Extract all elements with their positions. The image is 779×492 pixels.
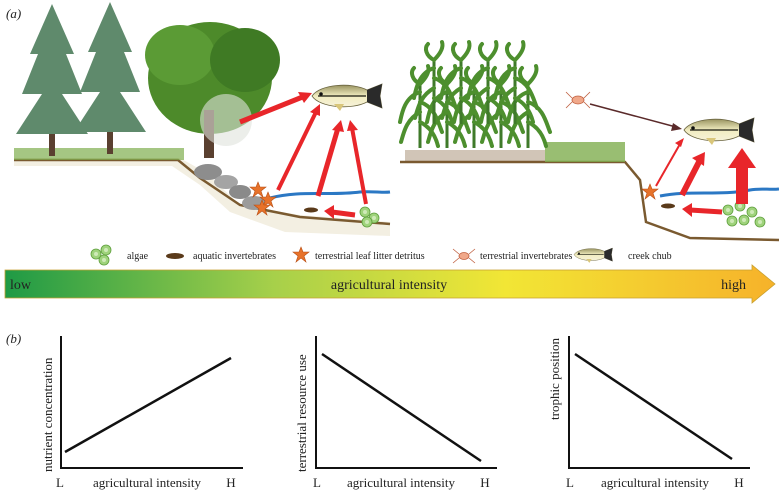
legend-item-terrestrial-leaf-litter: terrestrial leaf litter detritus xyxy=(292,246,425,263)
x-axis-low-label: L xyxy=(56,475,64,490)
gradient-middle-label: agricultural intensity xyxy=(331,278,447,293)
x-axis-label: agricultural intensity xyxy=(93,475,201,490)
plot-nutrient-concentration: nutrient concentration L agricultural in… xyxy=(40,336,243,490)
x-axis-high-label: H xyxy=(226,475,235,490)
conifer-tree-icon xyxy=(74,2,146,154)
legend-item-creek-chub: creek chub xyxy=(573,247,672,264)
forest-food-web-arrows xyxy=(239,92,368,219)
legend-label-terrestrial-leaf-litter: terrestrial leaf litter detritus xyxy=(315,251,425,262)
panel-label-b: (b) xyxy=(6,331,21,346)
x-axis-label: agricultural intensity xyxy=(347,475,455,490)
plot-axes xyxy=(568,336,750,469)
plot-terrestrial-resource-use: terrestrial resource use L agricultural … xyxy=(294,336,497,490)
algae-icon xyxy=(726,215,738,227)
algae-icon xyxy=(722,204,734,216)
algae-icon xyxy=(361,216,373,228)
terrestrial-invertebrates-cluster xyxy=(200,94,252,146)
x-axis-low-label: L xyxy=(566,475,574,490)
agricultural-landscape xyxy=(398,40,779,242)
algae-icon xyxy=(754,216,766,228)
aquatic-invertebrate-icon xyxy=(661,203,675,209)
conifer-tree-icon xyxy=(16,4,88,156)
legend-label-aquatic-invertebrates: aquatic invertebrates xyxy=(193,251,276,262)
stream-line xyxy=(269,190,391,200)
agricultural-food-web-arrows xyxy=(589,103,756,217)
x-axis-high-label: H xyxy=(734,475,743,490)
stream-line xyxy=(659,187,779,198)
panel-label-a: (a) xyxy=(6,6,21,21)
algae-icon xyxy=(100,244,112,256)
leaf-litter-icon xyxy=(641,183,659,200)
legend: algae aquatic invertebrates terrestrial … xyxy=(90,244,672,266)
gradient-low-label: low xyxy=(10,278,32,293)
creek-chub-icon xyxy=(573,247,613,264)
creek-chub-icon xyxy=(311,83,383,112)
algae-icon xyxy=(98,254,110,266)
trend-line xyxy=(64,356,232,454)
aquatic-invertebrate-icon xyxy=(166,253,184,259)
terrestrial-invertebrate-icon xyxy=(458,252,470,260)
y-axis-label: trophic position xyxy=(547,338,562,420)
legend-label-terrestrial-invertebrates: terrestrial invertebrates xyxy=(480,251,573,262)
legend-item-algae: algae xyxy=(90,244,149,266)
gradient-high-label: high xyxy=(721,278,746,293)
y-axis-label: nutrient concentration xyxy=(40,357,55,472)
x-axis-low-label: L xyxy=(313,475,321,490)
legend-item-terrestrial-invertebrates: terrestrial invertebrates xyxy=(452,248,573,264)
agricultural-intensity-gradient-bar: low agricultural intensity high xyxy=(4,264,776,304)
x-axis-label: agricultural intensity xyxy=(601,475,709,490)
leaf-litter-icon xyxy=(292,246,310,263)
plot-axes xyxy=(315,336,497,469)
creek-chub-icon xyxy=(683,117,755,146)
terrestrial-invertebrate-icon xyxy=(565,91,591,109)
legend-item-aquatic-invertebrates: aquatic invertebrates xyxy=(166,251,276,262)
algae-icon xyxy=(746,206,758,218)
trend-line xyxy=(574,352,733,461)
plot-axes xyxy=(60,336,243,469)
aquatic-invertebrate-icon xyxy=(304,207,318,213)
legend-label-creek-chub: creek chub xyxy=(628,251,672,262)
forest-landscape xyxy=(14,2,391,236)
algae-icon xyxy=(738,214,750,226)
algae-icon xyxy=(359,206,371,218)
plot-trophic-position: trophic position L agricultural intensit… xyxy=(547,336,750,490)
trend-line xyxy=(321,352,482,463)
legend-label-algae: algae xyxy=(127,251,149,262)
leaf-litter-icon xyxy=(249,181,267,198)
y-axis-label: terrestrial resource use xyxy=(294,354,309,472)
x-axis-high-label: H xyxy=(480,475,489,490)
